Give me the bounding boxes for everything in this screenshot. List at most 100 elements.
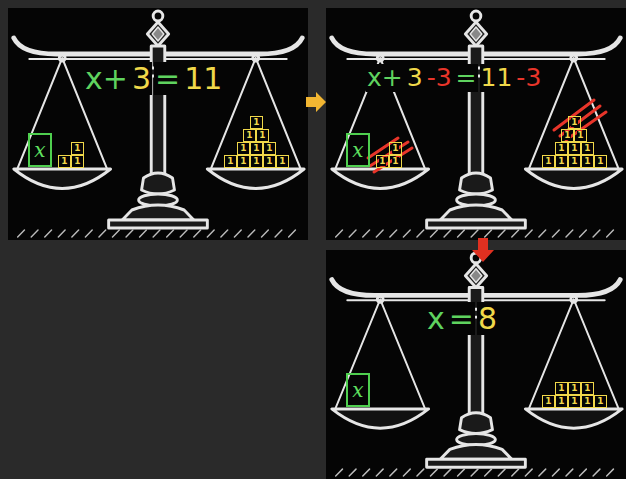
unit-number: 1 bbox=[597, 157, 603, 166]
unit-number: 1 bbox=[379, 157, 385, 166]
unit-block: 1 bbox=[568, 116, 581, 129]
unit-number: 1 bbox=[266, 144, 272, 153]
unit-number: 1 bbox=[558, 144, 564, 153]
unit-number: 1 bbox=[584, 157, 590, 166]
unit-number: 1 bbox=[545, 397, 551, 406]
unit-number: 1 bbox=[545, 157, 551, 166]
unit-block: 1 bbox=[561, 129, 574, 142]
equation-term: x bbox=[426, 302, 446, 335]
unit-block: 1 bbox=[581, 395, 594, 408]
unit-block: 1 bbox=[250, 142, 263, 155]
unit-number: 1 bbox=[584, 144, 590, 153]
equation: x+3=11 bbox=[84, 62, 223, 95]
step-arrow bbox=[472, 238, 494, 262]
unit-number: 1 bbox=[74, 157, 80, 166]
unit-block: 1 bbox=[555, 395, 568, 408]
equation-term: 11 bbox=[480, 64, 514, 92]
equation-term: = bbox=[154, 62, 181, 95]
balance-scale bbox=[326, 250, 626, 479]
unit-number: 1 bbox=[392, 144, 398, 153]
unit-number: 1 bbox=[392, 157, 398, 166]
scale-panel: x+3-3=11-3 x11111111111111 bbox=[326, 8, 626, 240]
unit-number: 1 bbox=[279, 157, 285, 166]
unit-block: 1 bbox=[568, 382, 581, 395]
unit-number: 1 bbox=[564, 131, 570, 140]
scale-panel: x=8 x11111111 bbox=[326, 250, 626, 479]
unit-number: 1 bbox=[571, 384, 577, 393]
unit-block: 1 bbox=[376, 155, 389, 168]
unit-number: 1 bbox=[74, 144, 80, 153]
unit-block: 1 bbox=[555, 382, 568, 395]
unknown-box: x bbox=[28, 133, 52, 167]
unit-number: 1 bbox=[61, 157, 67, 166]
variable-text: x bbox=[352, 380, 363, 400]
unit-number: 1 bbox=[571, 118, 577, 127]
unit-block: 1 bbox=[58, 155, 71, 168]
unit-block: 1 bbox=[594, 155, 607, 168]
variable-text: x bbox=[34, 140, 45, 160]
unit-number: 1 bbox=[577, 131, 583, 140]
balance-scale bbox=[8, 8, 308, 240]
unit-block: 1 bbox=[568, 142, 581, 155]
equation: x=8 bbox=[426, 302, 498, 335]
unit-block: 1 bbox=[581, 155, 594, 168]
unit-number: 1 bbox=[240, 144, 246, 153]
unit-number: 1 bbox=[571, 144, 577, 153]
equation-term: = bbox=[448, 302, 475, 335]
unit-number: 1 bbox=[259, 131, 265, 140]
unknown-box: x bbox=[346, 373, 370, 407]
balance-scale bbox=[326, 8, 626, 240]
strike-marks bbox=[326, 8, 626, 240]
unit-block: 1 bbox=[237, 155, 250, 168]
unit-number: 1 bbox=[558, 397, 564, 406]
unit-block: 1 bbox=[389, 155, 402, 168]
equation-term: -3 bbox=[515, 64, 542, 92]
unit-number: 1 bbox=[571, 397, 577, 406]
unit-block: 1 bbox=[237, 142, 250, 155]
unit-number: 1 bbox=[571, 157, 577, 166]
equation-term: x+ bbox=[84, 62, 129, 95]
unit-number: 1 bbox=[253, 157, 259, 166]
unit-number: 1 bbox=[253, 118, 259, 127]
unit-number: 1 bbox=[227, 157, 233, 166]
unit-block: 1 bbox=[542, 155, 555, 168]
unit-block: 1 bbox=[263, 155, 276, 168]
unit-block: 1 bbox=[555, 155, 568, 168]
unit-block: 1 bbox=[263, 142, 276, 155]
equation-term: -3 bbox=[426, 64, 453, 92]
unit-block: 1 bbox=[568, 395, 581, 408]
unit-block: 1 bbox=[276, 155, 289, 168]
unit-number: 1 bbox=[584, 384, 590, 393]
unit-block: 1 bbox=[243, 129, 256, 142]
unit-block: 1 bbox=[542, 395, 555, 408]
unknown-box: x bbox=[346, 133, 370, 167]
equation-term: 3 bbox=[131, 62, 152, 95]
equation-term: 11 bbox=[183, 62, 223, 95]
unit-block: 1 bbox=[250, 116, 263, 129]
equation-term: 8 bbox=[477, 302, 498, 335]
unit-block: 1 bbox=[389, 142, 402, 155]
unit-block: 1 bbox=[71, 142, 84, 155]
scale-panel: x+3=11 x11111111111111 bbox=[8, 8, 308, 240]
unit-block: 1 bbox=[256, 129, 269, 142]
equation: x+3-3=11-3 bbox=[366, 64, 542, 92]
equation-term: = bbox=[455, 64, 478, 92]
unit-number: 1 bbox=[240, 157, 246, 166]
unit-block: 1 bbox=[555, 142, 568, 155]
unit-block: 1 bbox=[71, 155, 84, 168]
unit-block: 1 bbox=[224, 155, 237, 168]
unit-number: 1 bbox=[584, 397, 590, 406]
step-arrow bbox=[306, 92, 326, 112]
unit-number: 1 bbox=[266, 157, 272, 166]
unit-block: 1 bbox=[568, 155, 581, 168]
unit-block: 1 bbox=[574, 129, 587, 142]
unit-number: 1 bbox=[558, 157, 564, 166]
equation-term: 3 bbox=[406, 64, 424, 92]
unit-block: 1 bbox=[250, 155, 263, 168]
variable-text: x bbox=[352, 140, 363, 160]
unit-block: 1 bbox=[594, 395, 607, 408]
unit-number: 1 bbox=[246, 131, 252, 140]
unit-number: 1 bbox=[597, 397, 603, 406]
equation-term: x+ bbox=[366, 64, 404, 92]
unit-block: 1 bbox=[581, 142, 594, 155]
